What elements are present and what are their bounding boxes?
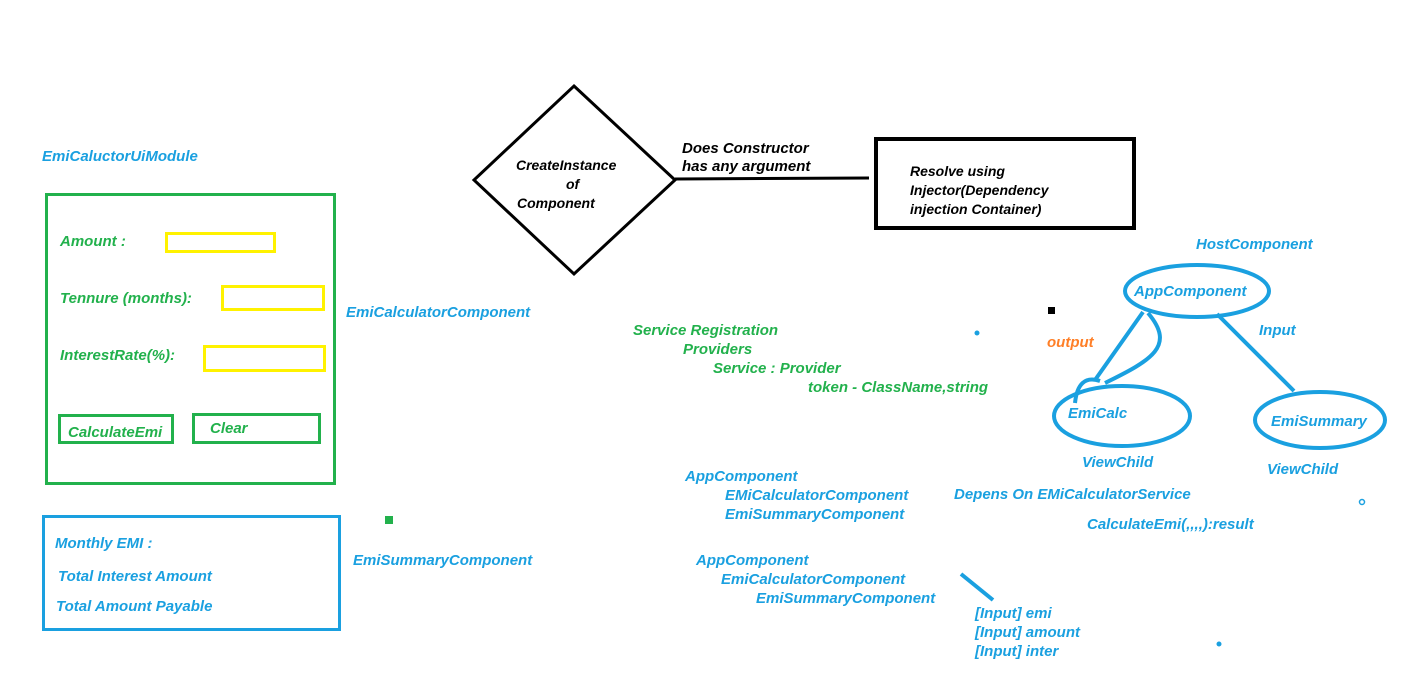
blue-dot-2 — [1216, 641, 1222, 647]
edge-label-line-1: Does Constructor — [682, 140, 809, 157]
interest-label: InterestRate(%): — [60, 347, 176, 364]
resolve-box — [874, 137, 1136, 230]
module-title: EmiCaluctorUiModule — [42, 148, 198, 165]
input-edge — [1215, 312, 1296, 393]
black-dot — [1048, 307, 1055, 314]
calculator-component-name: EmiCalculatorComponent — [346, 304, 531, 321]
blue-stroke — [959, 572, 995, 602]
emisummary-viewchild-label: ViewChild — [1267, 461, 1339, 478]
edge-label-line-2: has any argument — [682, 158, 811, 175]
hierarchy2-root: AppComponent — [696, 552, 809, 569]
input-amount: [Input] amount — [975, 624, 1080, 641]
monthly-emi-label: Monthly EMI : — [55, 535, 153, 552]
resolve-line-1: Resolve using — [910, 163, 1005, 179]
calculate-emi-method: CalculateEmi(,,,,):result — [1087, 516, 1254, 533]
output-label: output — [1047, 334, 1094, 351]
providers-label: Providers — [683, 341, 753, 358]
input-label: Input — [1259, 322, 1296, 339]
interest-input[interactable] — [203, 345, 326, 372]
amount-label: Amount : — [60, 233, 126, 250]
hierarchy2-child2: EmiSummaryComponent — [756, 590, 936, 607]
calculate-button-label: CalculateEmi — [68, 424, 163, 441]
decision-connector-line — [674, 176, 870, 181]
hierarchy1-root: AppComponent — [685, 468, 798, 485]
tenure-label: Tennure (months): — [60, 290, 192, 307]
output-edge — [1073, 310, 1162, 404]
decision-line-1: CreateInstance — [516, 157, 617, 173]
emicalc-node-label: EmiCalc — [1068, 405, 1128, 422]
service-registration-title: Service Registration — [633, 322, 779, 339]
total-interest-label: Total Interest Amount — [58, 568, 212, 585]
decision-diamond — [471, 83, 678, 277]
calculator-form-box: Amount : Tennure (months): InterestRate(… — [45, 193, 336, 485]
total-payable-label: Total Amount Payable — [56, 598, 213, 615]
hierarchy1-child2: EmiSummaryComponent — [725, 506, 905, 523]
token-label: token - ClassName,string — [808, 379, 989, 396]
tenure-input[interactable] — [221, 285, 325, 311]
calculate-button[interactable]: CalculateEmi — [58, 414, 174, 444]
input-inter: [Input] inter — [975, 643, 1059, 660]
app-component-node — [1123, 263, 1271, 319]
clear-button[interactable]: Clear — [192, 413, 321, 444]
blue-dot — [974, 330, 980, 336]
input-emi: [Input] emi — [975, 605, 1052, 622]
hierarchy1-child1: EMiCalculatorComponent — [725, 487, 909, 504]
emicalc-viewchild-label: ViewChild — [1082, 454, 1154, 471]
clear-button-label: Clear — [210, 420, 248, 437]
hierarchy2-child1: EmiCalculatorComponent — [721, 571, 906, 588]
blue-ring — [1358, 498, 1366, 506]
resolve-line-2: Injector(Dependency — [910, 182, 1049, 198]
summary-component-name: EmiSummaryComponent — [353, 552, 533, 569]
decision-line-3: Component — [517, 195, 595, 211]
app-component-node-label: AppComponent — [1134, 283, 1247, 300]
emicalc-node — [1052, 384, 1192, 448]
depends-on-label: Depens On EMiCalculatorService — [954, 486, 1191, 503]
host-component-label: HostComponent — [1196, 236, 1313, 253]
emisummary-node-label: EmiSummary — [1271, 413, 1367, 430]
resolve-line-3: injection Container) — [910, 201, 1042, 217]
summary-box: Monthly EMI : Total Interest Amount Tota… — [42, 515, 341, 631]
service-provider-label: Service : Provider — [713, 360, 841, 377]
amount-input[interactable] — [165, 232, 276, 253]
emisummary-node — [1253, 390, 1387, 450]
dot-marker — [385, 516, 393, 524]
decision-line-2: of — [566, 176, 580, 192]
